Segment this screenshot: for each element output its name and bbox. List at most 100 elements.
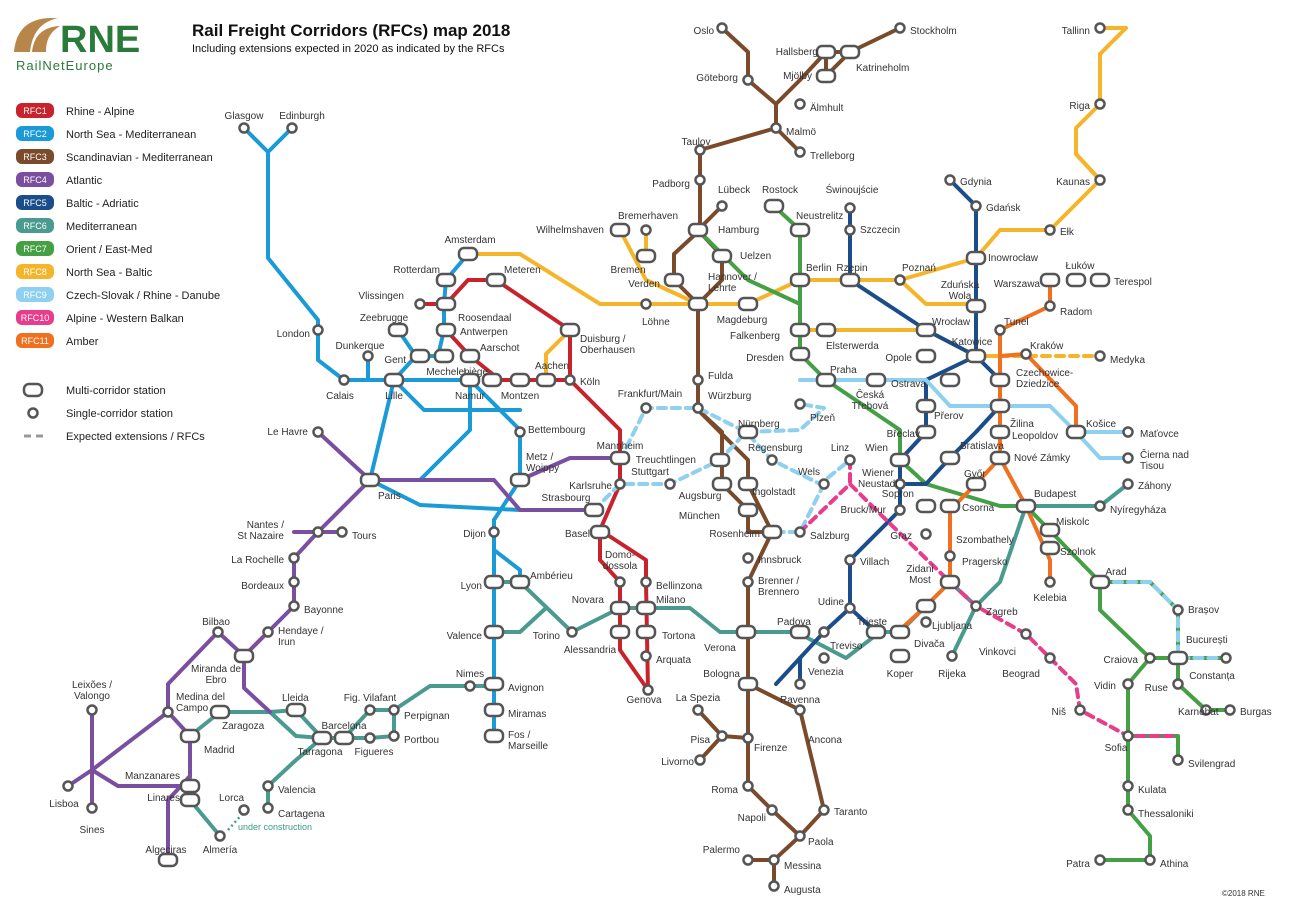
station-genova-label: Genova [626, 695, 661, 706]
station-villach-marker [844, 554, 856, 566]
corridor-line-rfc5 [774, 178, 978, 686]
station-matovce-label: Maťovce [1140, 429, 1179, 440]
station-gdynia-label: Gdynia [960, 177, 992, 188]
legend-code-rfc1: RFC1 [23, 106, 47, 116]
station-szolnok-marker [1039, 540, 1061, 556]
legend-badge-rfc6 [16, 218, 54, 233]
station-berlin-marker [789, 272, 811, 288]
station-neustrelitz-label: Neustrelitz [796, 211, 843, 222]
station-ruse-marker [1172, 678, 1184, 690]
station-vlissingen-marker [414, 298, 426, 310]
station-sines-label: Sines [79, 825, 104, 836]
station-gdynia-marker [944, 174, 956, 186]
station-elk-label: Ełk [1060, 227, 1075, 238]
logo-swoosh-icon-2 [32, 26, 60, 52]
station-stockholm-marker [894, 22, 906, 34]
station-arquata-label: Arquata [656, 655, 691, 666]
station-mannheim-marker [609, 450, 631, 466]
station-brasov-label: Brașov [1188, 605, 1219, 616]
station-beograd-marker [1044, 652, 1056, 664]
station-almeria-label: Almería [203, 845, 238, 856]
legend-code-rfc10: RFC10 [21, 313, 50, 323]
station-firenze-label: Firenze [754, 743, 788, 754]
station-bologna-marker [737, 676, 759, 692]
legend-code-rfc9: RFC9 [23, 290, 47, 300]
station-sofia-label: Sofia [1105, 743, 1128, 754]
station-arad-marker [1089, 574, 1111, 590]
station-wroclaw-marker [915, 322, 937, 338]
station-wilhelmshaven-marker [609, 222, 631, 238]
station-kaunas-marker [1094, 174, 1106, 186]
station-hendaye-label: Hendaye /Irun [278, 626, 324, 648]
station-plzen-label: Plzeň [810, 413, 835, 424]
station-hallsberg-label: Hallsberg [776, 47, 818, 58]
station-miramas-marker [483, 702, 505, 718]
station-dresden-label: Dresden [746, 353, 784, 364]
station-bayonne-marker [288, 600, 300, 612]
station-novara-marker [609, 600, 631, 616]
station-gent-label: Gent [384, 355, 406, 366]
station-ruse-label: Ruse [1145, 683, 1169, 694]
station-paris-marker [359, 472, 381, 488]
station-czechowice-label: Czechowice-Dziedzice [1016, 368, 1073, 390]
station-pisa-label: Pisa [691, 735, 711, 746]
station-treviso-label: Treviso [830, 641, 863, 652]
station-stockholm-label: Stockholm [910, 26, 957, 37]
station-strasbourg-label: Strasbourg [542, 493, 591, 504]
station-riga-label: Riga [1069, 101, 1090, 112]
station-munchen-label: München [679, 511, 720, 522]
legend-symbol-single-corridor-station: Single-corridor station [66, 408, 173, 420]
station-arad-label: Arad [1105, 567, 1126, 578]
station-domodossola-marker [614, 576, 626, 588]
multi-corridor-icon [22, 382, 44, 398]
station-torino-label: Torino [533, 631, 561, 642]
station-csorna-label: Csorna [962, 503, 995, 514]
station-goteborg-label: Göteborg [696, 73, 738, 84]
station-linares-label: Linares [147, 793, 180, 804]
station-meteren-marker [485, 272, 507, 288]
station-padborg-label: Padborg [652, 179, 690, 190]
station-bruck-marker [894, 504, 906, 516]
station-innsbruck-label: Innsbruck [758, 555, 802, 566]
station-wroclaw-label: Wrocław [932, 317, 971, 328]
corridor-line-rfc4 [242, 654, 272, 714]
station-treuchtlingen-marker [709, 452, 731, 468]
station-bologna-label: Bologna [703, 669, 740, 680]
station-ancona-marker [794, 704, 806, 716]
copyright: ©2018 RNE [1222, 889, 1265, 898]
station-miskolc-label: Miskolc [1056, 517, 1089, 528]
station-constanta-marker [1220, 652, 1232, 664]
station-padova-label: Padova [777, 617, 811, 628]
station-zilina-marker [989, 398, 1011, 414]
station-augsburg-label: Augsburg [679, 491, 722, 502]
station-augusta-label: Augusta [784, 885, 821, 896]
station-bordeaux-marker [288, 576, 300, 588]
station-livorno-marker [694, 754, 706, 766]
station-vinkovci-marker [1020, 628, 1032, 640]
corridor-line-rfc6 [392, 684, 496, 738]
station-edinburgh-marker [286, 122, 298, 134]
corridor-line-rfc9 [772, 482, 826, 534]
station-innsbruck-marker [742, 552, 754, 564]
station-karnobat-label: Karnobat [1178, 707, 1219, 718]
corridor-line-rfc9 [592, 402, 826, 512]
legend-badge-rfc9 [16, 287, 54, 302]
station-katrineholm-marker [839, 44, 861, 60]
station-kosice-label: Košice [1086, 419, 1116, 430]
station-cartagena-label: Cartagena [278, 809, 325, 820]
station-budapest-marker [1015, 498, 1037, 514]
legend-name-rfc10: Alpine - Western Balkan [66, 313, 184, 325]
legend-badge-rfc2 [16, 126, 54, 141]
station-lille-label: Lille [385, 391, 403, 402]
station-strasbourg-marker [583, 502, 605, 518]
station-alessandria-label: Alessandria [564, 645, 617, 656]
logo-text: RNE [60, 19, 140, 61]
station-elk-marker [1044, 224, 1056, 236]
legend-code-rfc3: RFC3 [23, 152, 47, 162]
station-hamburg-marker [687, 222, 709, 238]
station-lyon-marker [483, 574, 505, 590]
page-subtitle: Including extensions expected in 2020 as… [192, 43, 505, 55]
legend-code-rfc7: RFC7 [23, 244, 47, 254]
